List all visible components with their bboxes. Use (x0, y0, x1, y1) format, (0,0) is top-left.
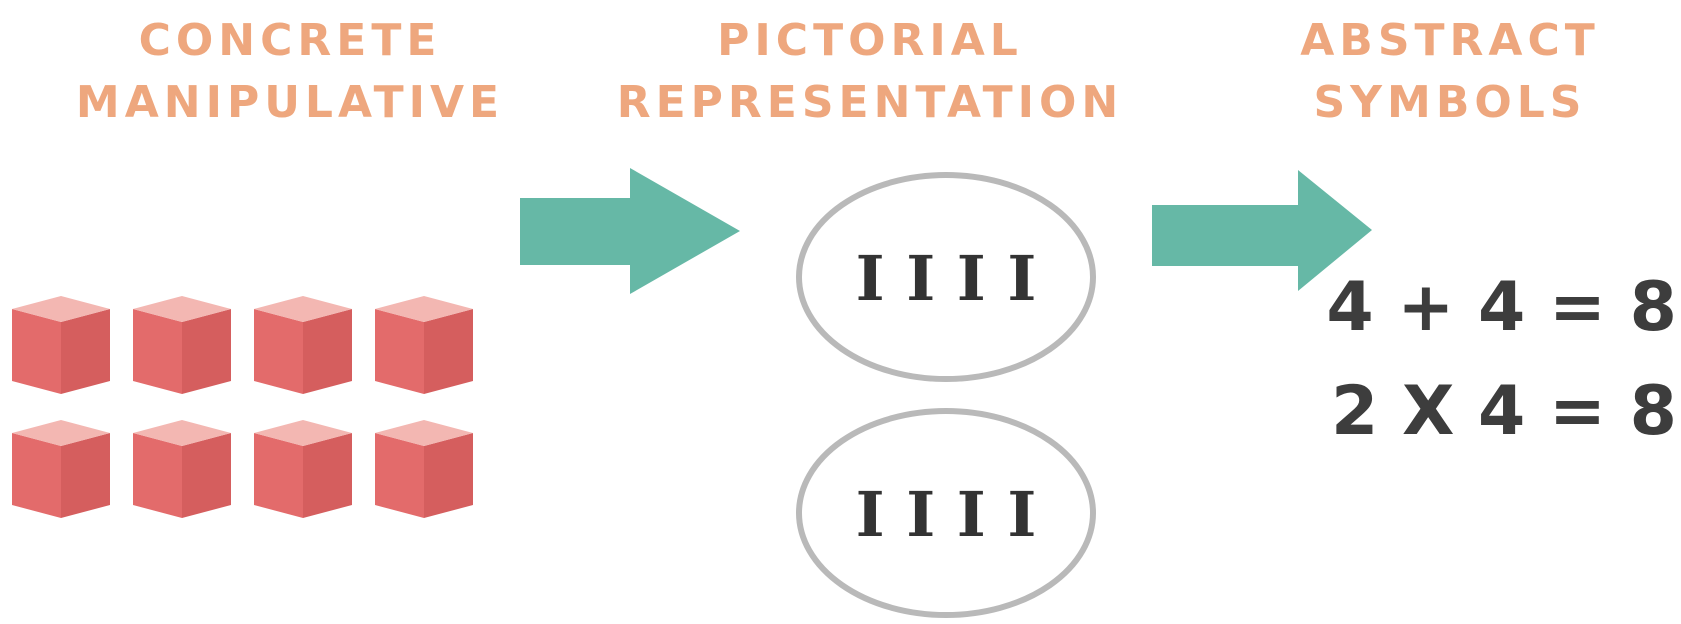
cube-top-face (133, 420, 231, 446)
heading-pictorial-representation: PICTORIAL REPRESENTATION (590, 10, 1150, 134)
cube-block (254, 296, 352, 394)
cube-top-face (254, 420, 352, 446)
abstract-equation-addition: 4 + 4 = 8 (1326, 268, 1677, 347)
cube-left-face (375, 433, 424, 518)
cube-right-face (424, 433, 473, 518)
cube-left-face (375, 309, 424, 394)
heading-abstract-symbols: ABSTRACT SYMBOLS (1220, 10, 1680, 134)
cube-right-face (182, 309, 231, 394)
cube-top-face (133, 296, 231, 322)
cube-left-face (254, 309, 303, 394)
cube-block (12, 296, 110, 394)
cube-left-face (12, 433, 61, 518)
cube-right-face (61, 309, 110, 394)
cube-top-face (254, 296, 352, 322)
cube-right-face (182, 433, 231, 518)
cube-block (254, 420, 352, 518)
cube-top-face (375, 296, 473, 322)
concrete-cubes-group (12, 296, 473, 518)
pictorial-tally-group-2: I I I I (856, 478, 1037, 551)
cube-top-face (12, 420, 110, 446)
cube-block (133, 420, 231, 518)
pictorial-group-oval-1 (796, 172, 1096, 382)
heading-abstract-line1: ABSTRACT (1300, 15, 1600, 66)
cube-block (375, 296, 473, 394)
cube-right-face (303, 309, 352, 394)
heading-pictorial-line2: REPRESENTATION (616, 77, 1124, 128)
cube-top-face (375, 420, 473, 446)
cube-block (375, 420, 473, 518)
pictorial-tally-group-1: I I I I (856, 242, 1037, 315)
cube-top-face (12, 296, 110, 322)
heading-concrete-line1: CONCRETE (138, 15, 442, 66)
cube-left-face (12, 309, 61, 394)
cube-right-face (61, 433, 110, 518)
cube-left-face (254, 433, 303, 518)
cube-right-face (303, 433, 352, 518)
abstract-equation-multiplication: 2 X 4 = 8 (1331, 372, 1677, 451)
heading-concrete-manipulative: CONCRETE MANIPULATIVE (40, 10, 540, 134)
cube-left-face (133, 433, 182, 518)
pictorial-group-oval-2 (796, 408, 1096, 618)
cube-block (133, 296, 231, 394)
arrow-concrete-to-pictorial (520, 168, 740, 294)
heading-concrete-line2: MANIPULATIVE (75, 77, 505, 128)
cube-right-face (424, 309, 473, 394)
cube-left-face (133, 309, 182, 394)
heading-abstract-line2: SYMBOLS (1313, 77, 1587, 128)
arrow-pictorial-to-abstract (1152, 170, 1372, 291)
cube-block (12, 420, 110, 518)
heading-pictorial-line1: PICTORIAL (717, 15, 1023, 66)
